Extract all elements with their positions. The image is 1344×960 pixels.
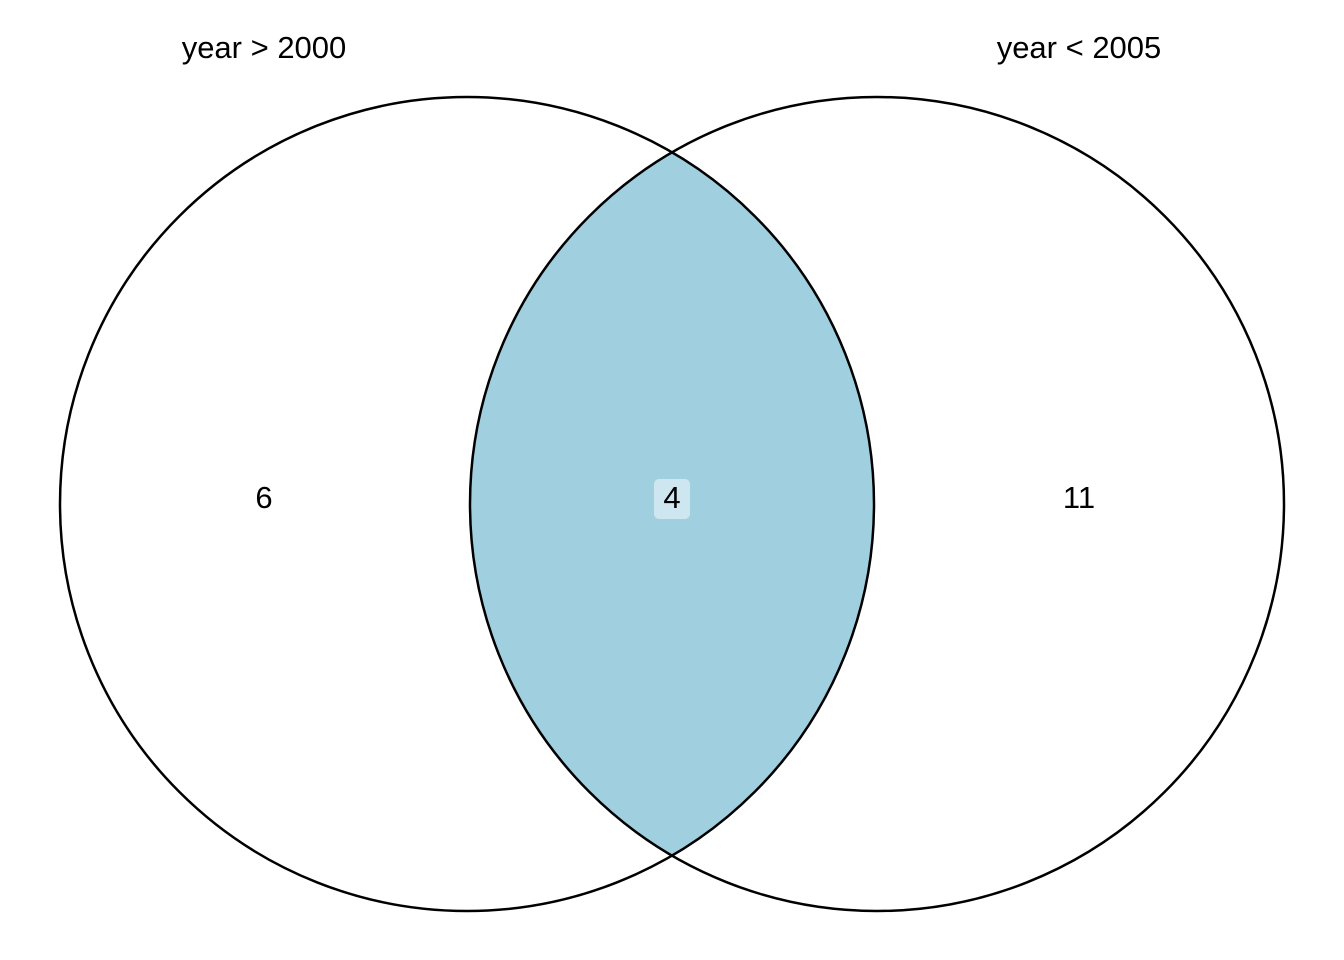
count-right-only: 11 xyxy=(1063,480,1095,515)
set-circle-year-gt-2000 xyxy=(58,95,876,913)
count-left-only: 6 xyxy=(255,480,272,515)
intersection-count-badge xyxy=(654,479,690,519)
set-label-year-lt-2005: year < 2005 xyxy=(997,30,1162,65)
set-label-year-gt-2000: year > 2000 xyxy=(182,30,347,65)
intersection-region xyxy=(470,97,874,911)
count-intersection: 4 xyxy=(663,480,680,515)
set-circle-year-lt-2005 xyxy=(468,95,1286,913)
